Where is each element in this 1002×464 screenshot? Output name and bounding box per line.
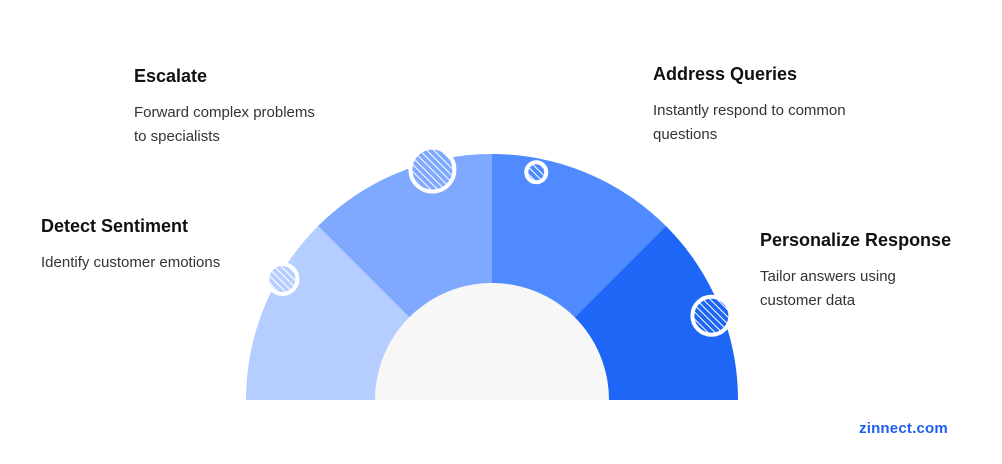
stage-description: Tailor answers using customer data	[760, 268, 896, 309]
marker-personalize	[690, 294, 733, 337]
stage-description: Forward complex problems to specialists	[134, 104, 315, 145]
stage-title: Personalize Response	[760, 230, 952, 250]
brand-logo: zinnect.com	[859, 420, 948, 437]
stage-address-queries: Address Queries Instantly respond to com…	[653, 64, 846, 147]
stage-personalize-response: Personalize Response Tailor answers usin…	[760, 230, 951, 313]
marker-escalate	[408, 145, 457, 194]
marker-address	[524, 160, 549, 185]
inner-semicircle	[375, 283, 609, 400]
stage-escalate: Escalate Forward complex problems to spe…	[134, 66, 315, 149]
stage-detect-sentiment: Detect Sentiment Identify customer emoti…	[41, 216, 220, 275]
stage-description: Identify customer emotions	[41, 254, 221, 271]
stage-description: Instantly respond to common questions	[653, 102, 846, 143]
stage-title: Detect Sentiment	[41, 216, 189, 236]
stage-title: Address Queries	[653, 64, 798, 84]
marker-detect	[265, 262, 300, 296]
stage-title: Escalate	[134, 66, 208, 86]
